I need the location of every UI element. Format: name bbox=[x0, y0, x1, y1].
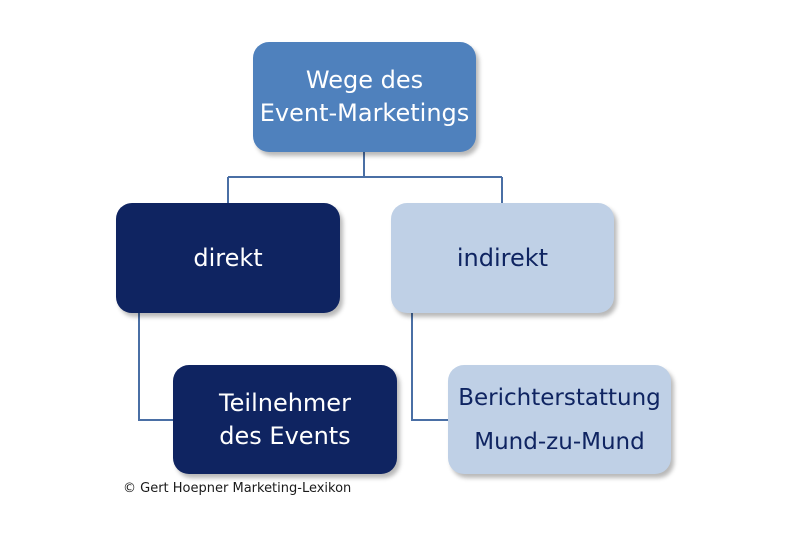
reporting-node: Berichterstattung Mund-zu-Mund bbox=[448, 365, 671, 474]
direct-node-label: direkt bbox=[193, 244, 263, 272]
participants-node: Teilnehmer des Events bbox=[173, 365, 397, 474]
copyright-notice: © Gert Hoepner Marketing-Lexikon bbox=[123, 481, 352, 496]
indirect-node: indirekt bbox=[391, 203, 614, 313]
connector-indirect-to-reporting bbox=[411, 313, 448, 421]
reporting-node-line-2: Mund-zu-Mund bbox=[474, 428, 645, 455]
connector-direct-to-participants bbox=[138, 313, 173, 421]
participants-node-line-2: des Events bbox=[219, 421, 351, 450]
root-node: Wege des Event-Marketings bbox=[253, 42, 476, 152]
root-node-line-2: Event-Marketings bbox=[259, 99, 470, 127]
participants-node-line-1: Teilnehmer bbox=[219, 388, 351, 417]
reporting-node-line-1: Berichterstattung bbox=[458, 384, 661, 411]
direct-node: direkt bbox=[116, 203, 340, 313]
indirect-node-label: indirekt bbox=[456, 244, 549, 272]
root-node-line-1: Wege des bbox=[305, 66, 424, 94]
